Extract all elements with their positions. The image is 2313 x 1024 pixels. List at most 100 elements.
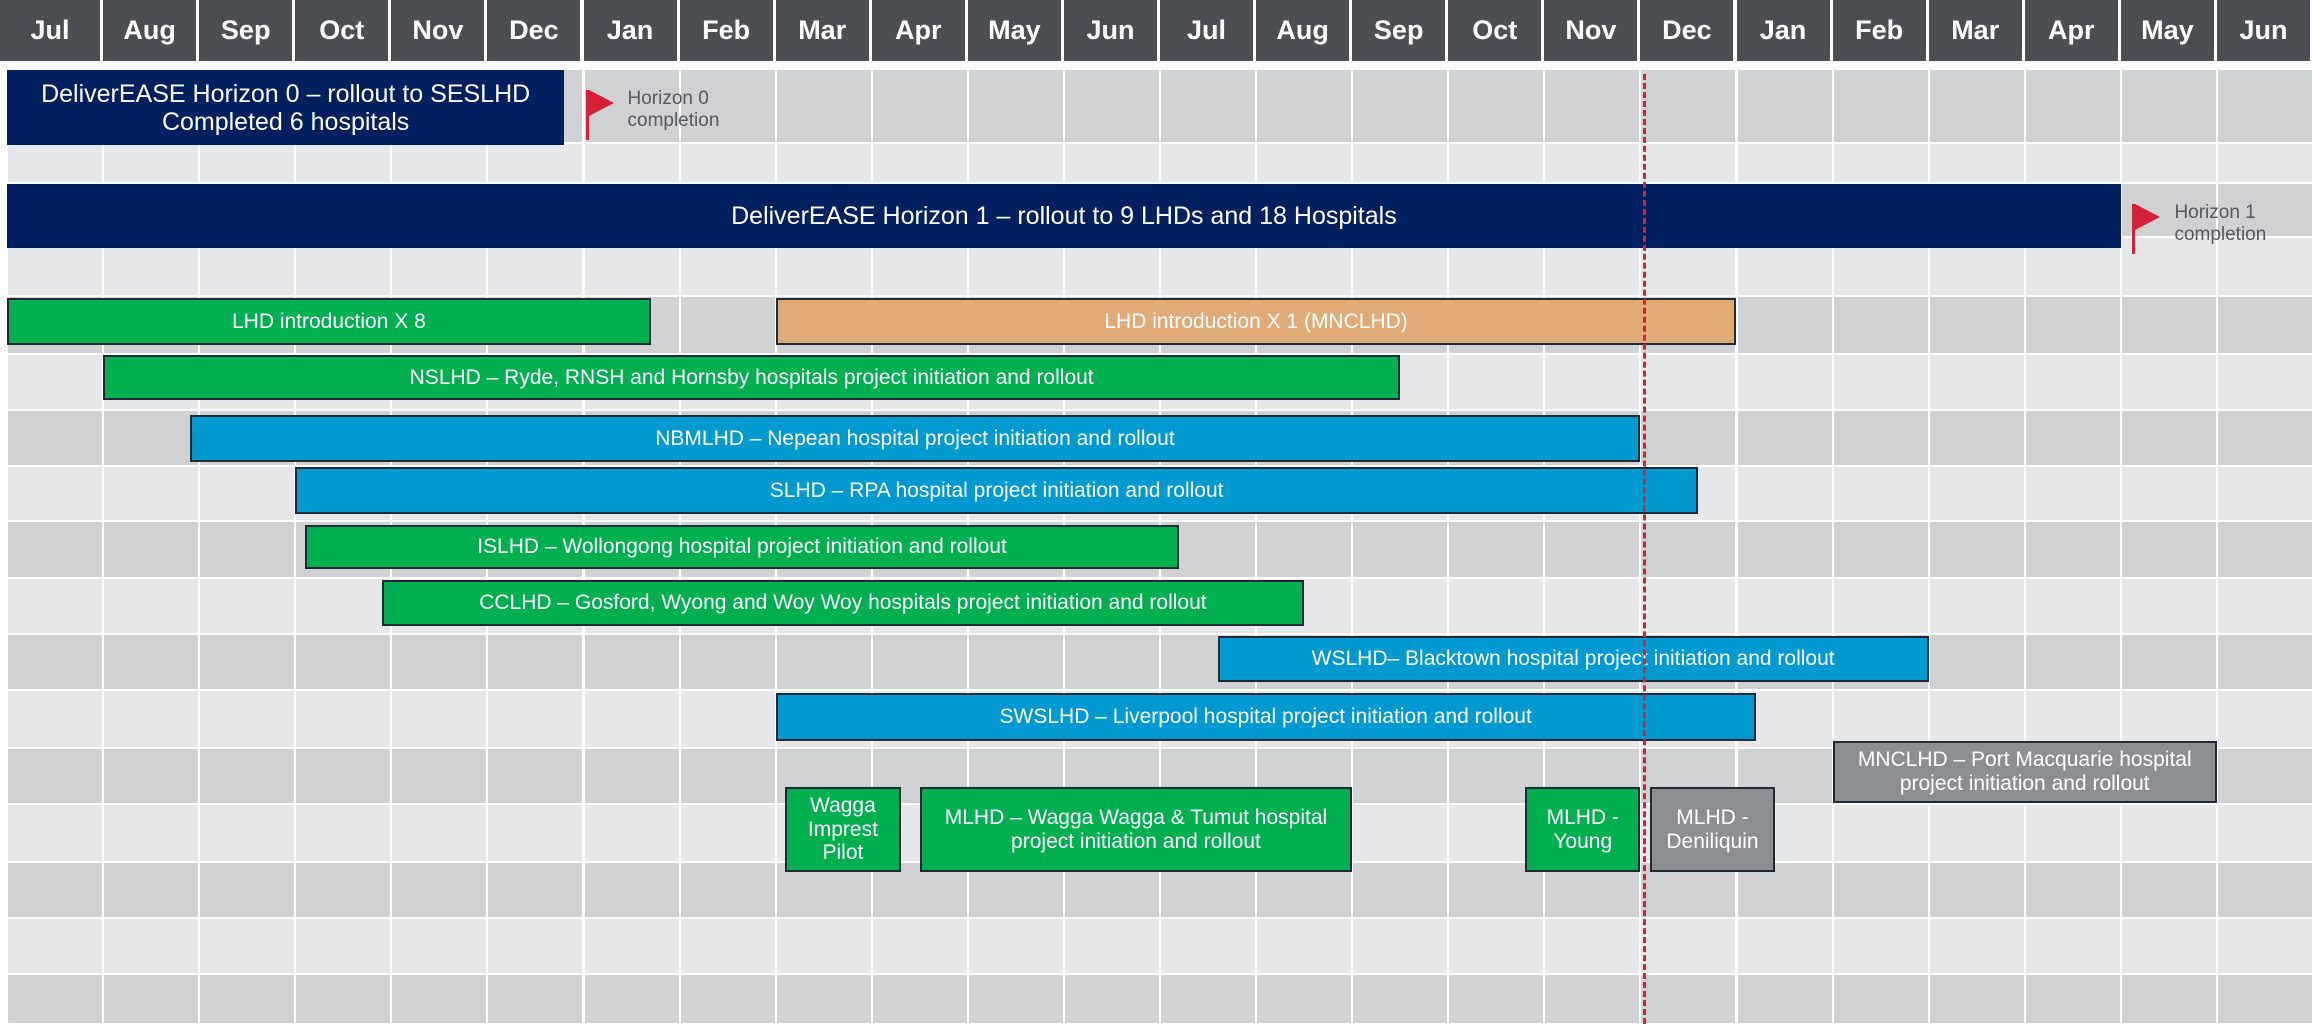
gantt-bar-14: MLHD - Young bbox=[1525, 787, 1641, 872]
grid-cell bbox=[1640, 354, 1737, 410]
grid-cell bbox=[2216, 410, 2313, 466]
grid-cell bbox=[2120, 410, 2217, 466]
grid-cell bbox=[1544, 521, 1641, 578]
grid-cell bbox=[1832, 410, 1929, 466]
grid-cell bbox=[199, 690, 296, 748]
gantt-bar-3: LHD introduction X 1 (MNCLHD) bbox=[775, 298, 1737, 345]
grid-cell bbox=[1832, 354, 1929, 410]
grid-cell bbox=[103, 804, 200, 862]
grid-cell bbox=[487, 634, 584, 690]
grid-cell bbox=[487, 804, 584, 862]
grid-cell bbox=[2120, 918, 2217, 974]
grid-cell bbox=[1832, 974, 1929, 1024]
grid-cell bbox=[2216, 862, 2313, 918]
grid-cell bbox=[1352, 862, 1449, 918]
grid-cell bbox=[1832, 143, 1929, 183]
grid-cell bbox=[199, 918, 296, 974]
grid-cell bbox=[679, 748, 776, 804]
grid-cell bbox=[2120, 690, 2217, 748]
month-header-4: Nov bbox=[391, 0, 488, 61]
grid-cell bbox=[2216, 634, 2313, 690]
grid-cell bbox=[2024, 354, 2121, 410]
gantt-bar-0: DeliverEASE Horizon 0 – rollout to SESLH… bbox=[7, 70, 565, 145]
month-header-10: May bbox=[967, 0, 1064, 61]
month-header-22: May bbox=[2120, 0, 2217, 61]
grid-cell bbox=[775, 143, 872, 183]
grid-cell bbox=[7, 974, 104, 1024]
grid-cell bbox=[199, 974, 296, 1024]
grid-cell bbox=[1352, 521, 1449, 578]
gantt-bar-9: WSLHD– Blacktown hospital project initia… bbox=[1217, 636, 1929, 682]
grid-cell bbox=[1832, 918, 1929, 974]
grid-cell bbox=[871, 974, 968, 1024]
grid-cell bbox=[1063, 634, 1160, 690]
grid-cell bbox=[1928, 918, 2025, 974]
month-header-11: Jun bbox=[1063, 0, 1160, 61]
grid-cell bbox=[2120, 466, 2217, 521]
grid-cell bbox=[2216, 237, 2313, 296]
grid-cell bbox=[1928, 521, 2025, 578]
grid-cell bbox=[1832, 804, 1929, 862]
month-header-14: Sep bbox=[1352, 0, 1449, 61]
grid-cell bbox=[583, 143, 680, 183]
grid-cell bbox=[1928, 143, 2025, 183]
grid-cell bbox=[487, 690, 584, 748]
grid-cell bbox=[103, 974, 200, 1024]
grid-cell bbox=[1640, 578, 1737, 634]
grid-cell bbox=[775, 69, 872, 143]
grid-cell bbox=[2120, 804, 2217, 862]
grid-cell bbox=[2024, 974, 2121, 1024]
grid-cell bbox=[391, 974, 488, 1024]
grid-cell bbox=[1928, 690, 2025, 748]
today-marker-line bbox=[1643, 74, 1647, 1024]
grid-cell bbox=[2216, 143, 2313, 183]
grid-cell bbox=[2216, 296, 2313, 354]
grid-cell bbox=[871, 143, 968, 183]
grid-cell bbox=[2024, 578, 2121, 634]
milestone-label-1: Horizon 1 completion bbox=[2174, 202, 2267, 245]
grid-cell bbox=[583, 804, 680, 862]
month-header-9: Apr bbox=[871, 0, 968, 61]
month-header-8: Mar bbox=[775, 0, 872, 61]
grid-cell bbox=[679, 634, 776, 690]
month-header-7: Feb bbox=[679, 0, 776, 61]
grid-cell bbox=[1352, 918, 1449, 974]
grid-cell bbox=[1448, 69, 1545, 143]
gantt-bar-4: NSLHD – Ryde, RNSH and Hornsby hospitals… bbox=[103, 355, 1401, 400]
grid-cell bbox=[1736, 578, 1833, 634]
grid-cell bbox=[1256, 974, 1353, 1024]
month-header-20: Mar bbox=[1928, 0, 2025, 61]
grid-cell bbox=[487, 862, 584, 918]
grid-cell bbox=[199, 804, 296, 862]
grid-cell bbox=[775, 634, 872, 690]
grid-cell bbox=[295, 690, 392, 748]
month-header-16: Nov bbox=[1544, 0, 1641, 61]
grid-cell bbox=[1160, 918, 1257, 974]
grid-cell bbox=[1832, 296, 1929, 354]
grid-cell bbox=[103, 918, 200, 974]
grid-cell bbox=[1544, 918, 1641, 974]
grid-cell bbox=[1352, 143, 1449, 183]
grid-cell bbox=[2120, 521, 2217, 578]
month-header-19: Feb bbox=[1832, 0, 1929, 61]
grid-cell bbox=[2216, 804, 2313, 862]
grid-cell bbox=[679, 804, 776, 862]
grid-cell bbox=[1544, 578, 1641, 634]
red-flag-icon bbox=[2132, 204, 2161, 254]
grid-cell bbox=[391, 634, 488, 690]
grid-cell bbox=[7, 410, 104, 466]
grid-cell bbox=[1640, 974, 1737, 1024]
grid-cell bbox=[1832, 862, 1929, 918]
grid-cell bbox=[1928, 410, 2025, 466]
grid-cell bbox=[2120, 143, 2217, 183]
grid-cell bbox=[2024, 634, 2121, 690]
gantt-bar-2: LHD introduction X 8 bbox=[7, 298, 651, 345]
gantt-bar-10: SWSLHD – Liverpool hospital project init… bbox=[775, 693, 1756, 741]
grid-cell bbox=[1544, 143, 1641, 183]
grid-cell bbox=[967, 918, 1064, 974]
grid-cell bbox=[2024, 69, 2121, 143]
grid-cell bbox=[1832, 521, 1929, 578]
grid-cell bbox=[679, 690, 776, 748]
month-header-1: Aug bbox=[103, 0, 200, 61]
grid-cell bbox=[2024, 918, 2121, 974]
